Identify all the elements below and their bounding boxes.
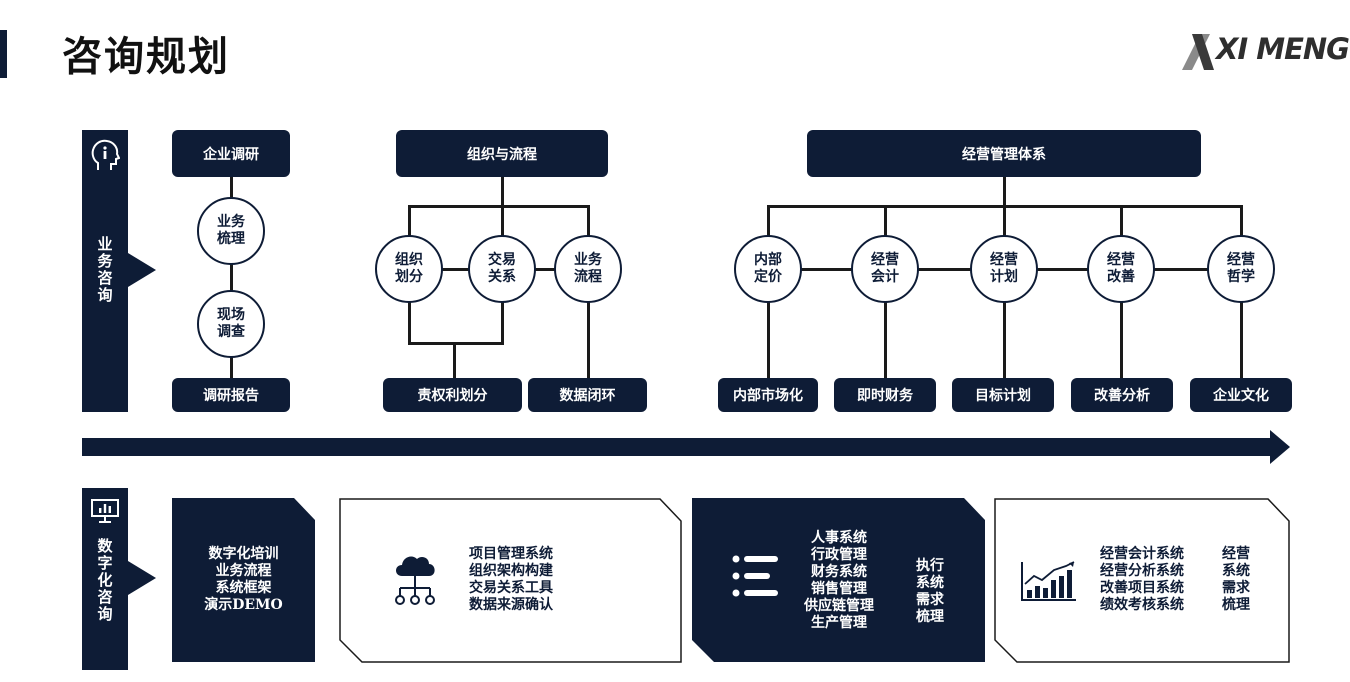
logo-text: XI MENG xyxy=(1216,32,1350,66)
research-circle-1: 业务梳理 xyxy=(197,197,265,265)
panel-4-side-text: 经营 系统 需求 梳理 xyxy=(1222,546,1250,613)
business-consulting-sidebar: 业 务 咨 询 xyxy=(82,130,128,412)
mgmt-bottom-box-1: 内部市场化 xyxy=(718,378,818,412)
mgmt-bottom-box-5: 企业文化 xyxy=(1190,378,1292,412)
org-connector-stem xyxy=(501,176,504,206)
research-circle-2: 现场调查 xyxy=(197,290,265,358)
org-connector-top xyxy=(408,205,590,208)
timeline-arrow-shaft xyxy=(82,438,1274,456)
business-sidebar-arrow xyxy=(128,253,156,287)
panel-3-text: 人事系统 行政管理 财务系统 销售管理 供应链管理 生产管理 xyxy=(804,530,874,631)
mgmt-bottom-box-3: 目标计划 xyxy=(952,378,1054,412)
mgmt-circle-2: 经营会计 xyxy=(851,235,919,303)
research-bottom-box: 调研报告 xyxy=(172,378,290,412)
research-connector xyxy=(230,176,233,381)
presentation-chart-icon xyxy=(91,499,119,523)
mgmt-circle-4: 经营改善 xyxy=(1087,235,1155,303)
org-circle-3: 业务流程 xyxy=(554,235,622,303)
business-consulting-label: 业 务 咨 询 xyxy=(97,235,113,304)
brand-logo: XI MENG xyxy=(1178,30,1350,74)
bar-chart-icon xyxy=(1021,561,1076,601)
panel-4-shape xyxy=(994,498,1290,663)
mgmt-bottom-box-2: 即时财务 xyxy=(834,378,936,412)
org-circle-1: 组织划分 xyxy=(375,235,443,303)
panel-4-text: 经营会计系统 经营分析系统 改善项目系统 绩效考核系统 xyxy=(1100,546,1184,613)
panel-3-shape xyxy=(692,498,985,662)
mgmt-top-box: 经营管理体系 xyxy=(807,130,1201,177)
list-icon xyxy=(732,555,778,597)
digital-sidebar-arrow xyxy=(128,561,156,595)
page-title: 咨询规划 xyxy=(62,33,230,80)
org-connector-bottom xyxy=(453,342,456,380)
logo-mark-icon xyxy=(1182,34,1214,70)
mgmt-circle-5: 经营哲学 xyxy=(1207,235,1275,303)
org-top-box: 组织与流程 xyxy=(396,130,608,177)
mgmt-circle-3: 经营计划 xyxy=(970,235,1038,303)
title-accent-bar xyxy=(0,30,7,78)
cloud-network-icon xyxy=(395,556,435,605)
panel-2-shape xyxy=(339,498,682,663)
research-top-box: 企业调研 xyxy=(172,130,290,177)
org-circle-2: 交易关系 xyxy=(468,235,536,303)
org-bottom-box-2: 数据闭环 xyxy=(528,378,647,412)
panel-2-text: 项目管理系统 组织架构构建 交易关系工具 数据来源确认 xyxy=(469,546,553,613)
mgmt-connector-stem xyxy=(1003,176,1006,206)
org-bottom-box-1: 责权利划分 xyxy=(383,378,522,412)
digital-consulting-label: 数 字 化 咨 询 xyxy=(97,537,113,623)
org-connector-join xyxy=(408,342,504,345)
timeline-arrow-head xyxy=(1270,430,1290,464)
panel-3-side-text: 执行 系统 需求 梳理 xyxy=(916,558,944,625)
panel-1-text: 数字化培训 业务流程 系统框架 演示DEMO xyxy=(204,546,283,613)
panel-1-shape xyxy=(172,498,315,662)
info-head-icon xyxy=(91,139,120,170)
mgmt-bottom-box-4: 改善分析 xyxy=(1071,378,1173,412)
digital-consulting-sidebar: 数 字 化 咨 询 xyxy=(82,488,128,670)
mgmt-circle-1: 内部定价 xyxy=(734,235,802,303)
